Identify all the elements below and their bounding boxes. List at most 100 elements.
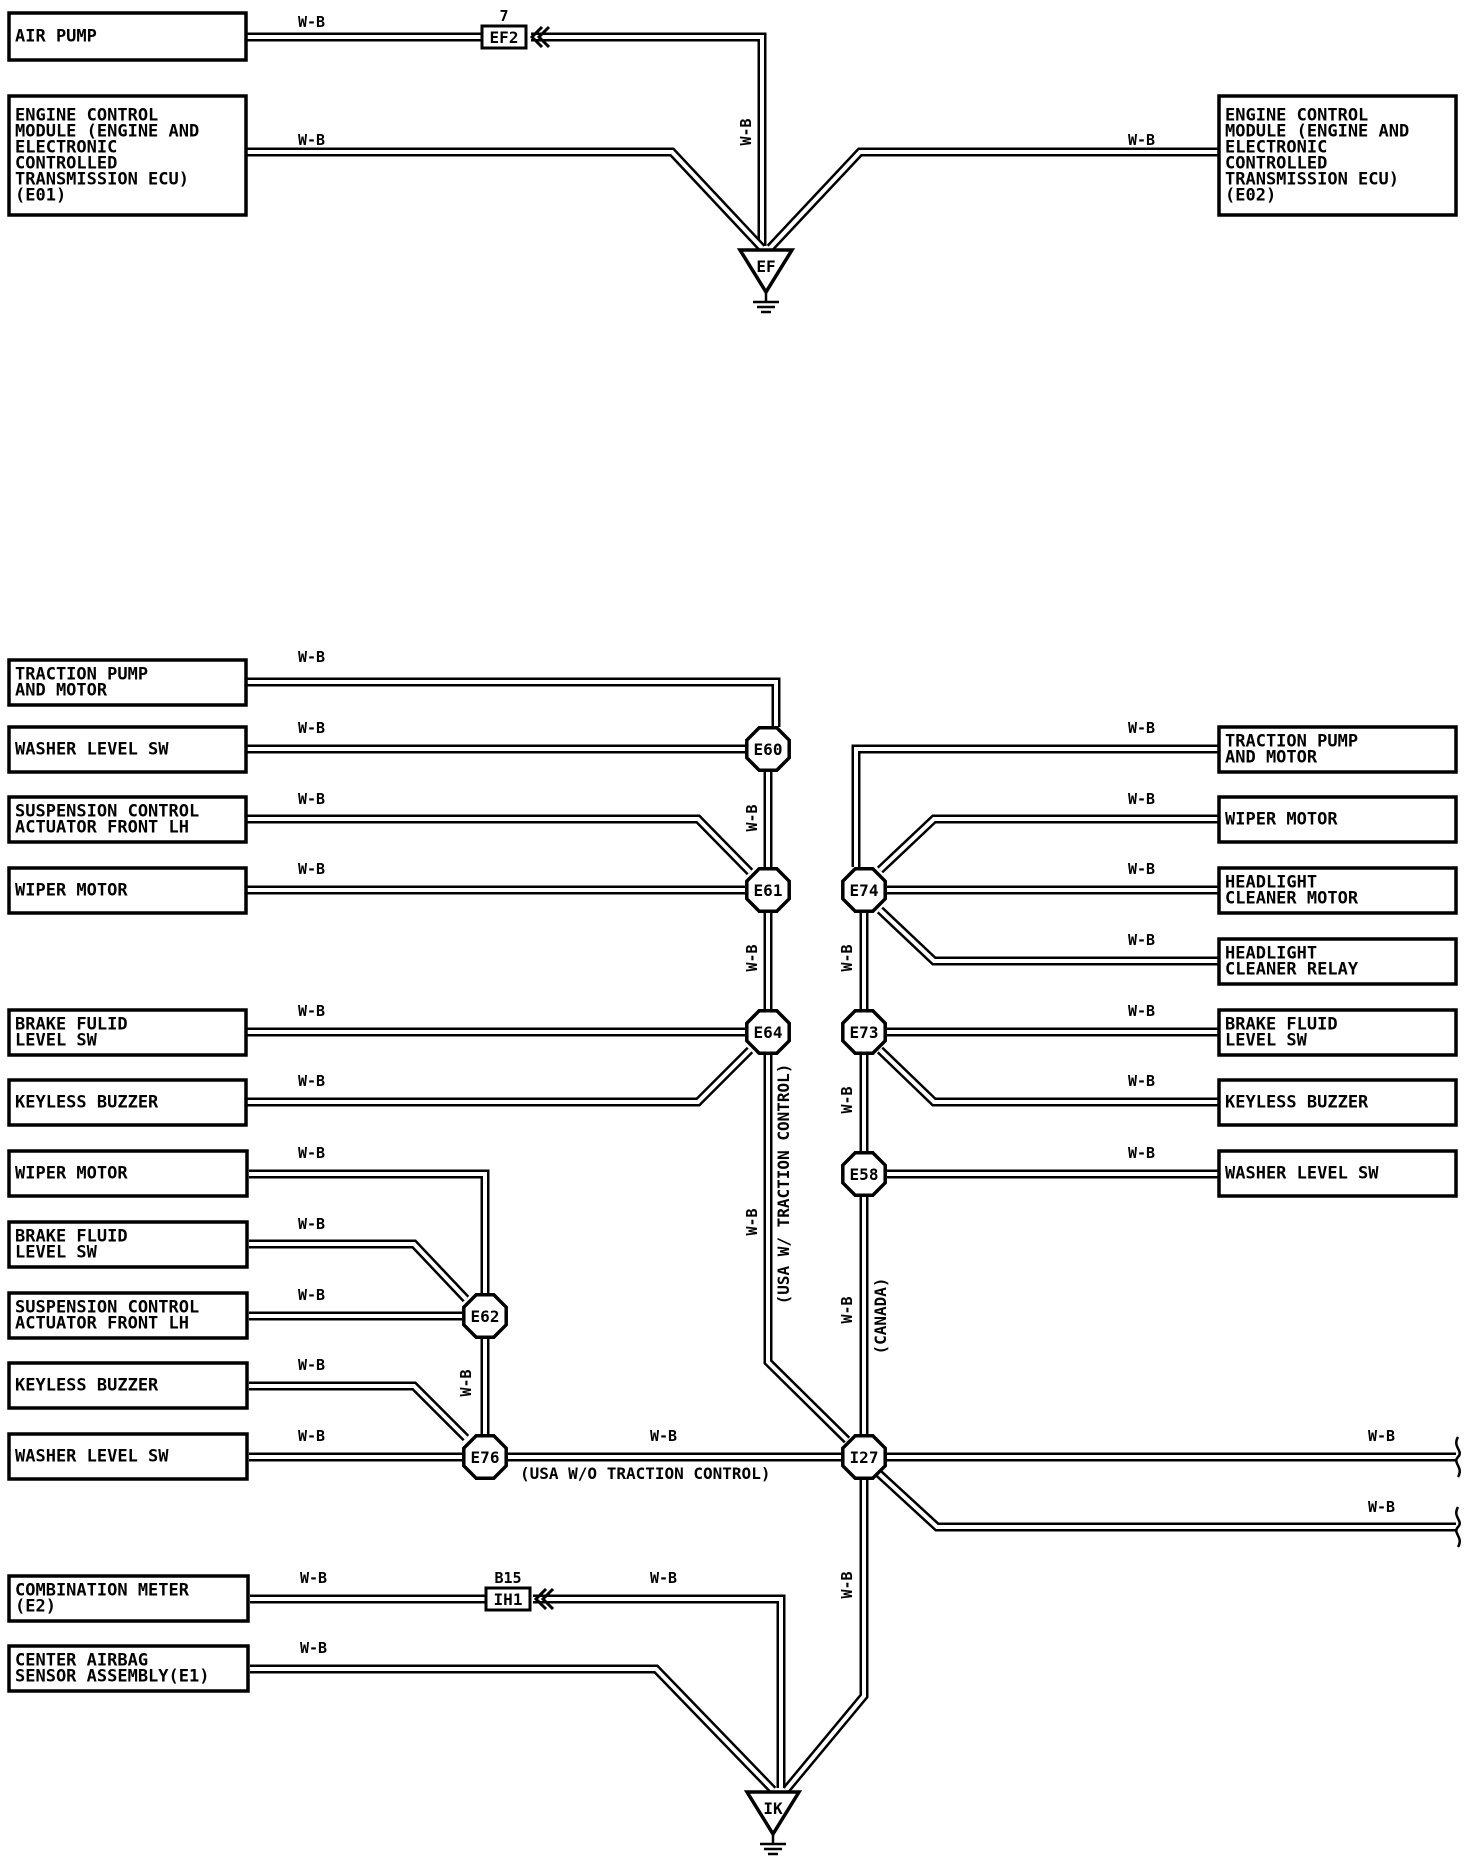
splice-e76: E76 xyxy=(462,1434,508,1480)
wire-label-0: W-B xyxy=(298,648,325,666)
wire-label-11: W-B xyxy=(1128,719,1155,737)
component-ecm-e02-line: (E02) xyxy=(1225,186,1276,206)
wire-label-23: W-B xyxy=(650,1569,677,1587)
wire-label-2: W-B xyxy=(298,790,325,808)
component-wiper-motor-l2-line: WIPER MOTOR xyxy=(15,1164,128,1184)
splice-e58: E58 xyxy=(841,1151,887,1197)
wire-label-v-5: W-B xyxy=(838,1296,856,1323)
component-ecm-e01-line: ELECTRONIC xyxy=(15,138,117,158)
wire-label-13: W-B xyxy=(1128,860,1155,878)
component-ecm-e02-line: MODULE (ENGINE AND xyxy=(1225,122,1409,142)
connector-ef2-label: EF2 xyxy=(490,28,519,47)
component-ecm-e01-line: CONTROLLED xyxy=(15,154,117,174)
component-ecm-e01-line: TRANSMISSION ECU) xyxy=(15,170,189,190)
component-wiper-motor-l1: WIPER MOTOR xyxy=(7,866,248,915)
component-ecm-e02-line: ENGINE CONTROL xyxy=(1225,106,1368,126)
component-headlight-motor-r-line: HEADLIGHT xyxy=(1225,873,1317,893)
component-washer-level-l1: WASHER LEVEL SW xyxy=(7,725,248,774)
component-ecm-e01-line: (E01) xyxy=(15,186,66,206)
splice-e62: E62 xyxy=(462,1293,508,1339)
wire-label-20: W-B xyxy=(1368,1498,1395,1516)
component-ecm-e02-line: CONTROLLED xyxy=(1225,154,1327,174)
splice-i27-label: I27 xyxy=(850,1448,879,1467)
wire-label-21: W-B xyxy=(300,1569,327,1587)
component-suspension-l1-line: ACTUATOR FRONT LH xyxy=(15,818,189,838)
wire-label-v-0: W-B xyxy=(743,804,761,831)
note-usa-with-tc: (USA W/ TRACTION CONTROL) xyxy=(774,1064,793,1305)
component-keyless-l2: KEYLESS BUZZER xyxy=(7,1361,249,1410)
component-keyless-r-line: KEYLESS BUZZER xyxy=(1225,1093,1369,1113)
component-traction-pump-l-line: AND MOTOR xyxy=(15,681,108,701)
ground-ik: IK xyxy=(743,1790,803,1856)
wire-label-15: W-B xyxy=(1128,1002,1155,1020)
wire-label-v-2: W-B xyxy=(743,1208,761,1235)
splice-e73: E73 xyxy=(841,1009,887,1055)
wire-suspension-l1 xyxy=(247,814,754,876)
wire-label-3: W-B xyxy=(298,860,325,878)
wire-label-17: W-B xyxy=(1128,1144,1155,1162)
wire-label-8: W-B xyxy=(298,1286,325,1304)
wire-e01-to-ef xyxy=(246,147,766,252)
component-air-pump: AIR PUMP xyxy=(7,11,248,62)
wire-label-e01: W-B xyxy=(298,131,325,149)
component-washer-level-r-line: WASHER LEVEL SW xyxy=(1225,1164,1379,1184)
component-keyless-l1-line: KEYLESS BUZZER xyxy=(15,1093,159,1113)
wire-label-v-1: W-B xyxy=(743,944,761,971)
component-headlight-relay-r-line: HEADLIGHT xyxy=(1225,944,1317,964)
component-combination-meter: COMBINATION METER(E2) xyxy=(7,1574,250,1623)
wire-label-19: W-B xyxy=(1368,1427,1395,1445)
component-wiper-motor-r: WIPER MOTOR xyxy=(1217,795,1458,844)
component-headlight-motor-r-line: CLEANER MOTOR xyxy=(1225,889,1359,909)
component-traction-pump-l-line: TRACTION PUMP xyxy=(15,665,148,685)
component-ecm-e01-line: ENGINE CONTROL xyxy=(15,106,158,126)
wire-label-air-pump: W-B xyxy=(298,13,325,31)
wire-break-2 xyxy=(1455,1506,1461,1548)
component-traction-pump-r-line: TRACTION PUMP xyxy=(1225,732,1358,752)
component-combination-meter-line: COMBINATION METER xyxy=(15,1581,190,1601)
component-washer-level-l1-line: WASHER LEVEL SW xyxy=(15,740,169,760)
wire-e64-i27 xyxy=(763,1055,851,1444)
wire-label-10: W-B xyxy=(298,1427,325,1445)
wire-label-12: W-B xyxy=(1128,790,1155,808)
splice-e74: E74 xyxy=(841,867,887,913)
wire-label-9: W-B xyxy=(298,1356,325,1374)
component-combination-meter-line: (E2) xyxy=(15,1597,56,1617)
component-brake-fluid-r-line: LEVEL SW xyxy=(1225,1031,1308,1051)
component-keyless-l2-line: KEYLESS BUZZER xyxy=(15,1376,159,1396)
wire-break-1 xyxy=(1455,1436,1461,1478)
splice-e60: E60 xyxy=(745,726,791,772)
splice-e64: E64 xyxy=(745,1009,791,1055)
wire-traction-pump-l xyxy=(247,677,781,727)
wire-center-airbag xyxy=(250,1664,777,1794)
ground-ef-label: EF xyxy=(756,257,775,276)
wire-label-e02: W-B xyxy=(1128,131,1155,149)
wire-label-v-7: W-B xyxy=(457,1369,475,1396)
splice-e73-label: E73 xyxy=(850,1023,879,1042)
wire-label-4: W-B xyxy=(298,1002,325,1020)
wire-label-6: W-B xyxy=(298,1144,325,1162)
wire-label-22: W-B xyxy=(300,1639,327,1657)
component-wiper-motor-r-line: WIPER MOTOR xyxy=(1225,810,1338,830)
component-keyless-l1: KEYLESS BUZZER xyxy=(7,1078,248,1127)
wire-headlight-relay-r xyxy=(876,906,1219,966)
wire-label-16: W-B xyxy=(1128,1072,1155,1090)
ground-ef: EF xyxy=(736,248,796,314)
component-brake-fulid-l-line: BRAKE FULID xyxy=(15,1015,128,1035)
component-brake-fluid-l2-line: LEVEL SW xyxy=(15,1243,98,1263)
wire-wiper-motor-r xyxy=(876,814,1219,874)
component-ecm-e01-line: MODULE (ENGINE AND xyxy=(15,122,199,142)
splice-e61-label: E61 xyxy=(754,881,783,900)
component-wiper-motor-l1-line: WIPER MOTOR xyxy=(15,881,128,901)
component-headlight-relay-r-line: CLEANER RELAY xyxy=(1225,960,1359,980)
component-keyless-r: KEYLESS BUZZER xyxy=(1217,1078,1458,1127)
note-canada: (CANADA) xyxy=(871,1277,890,1354)
